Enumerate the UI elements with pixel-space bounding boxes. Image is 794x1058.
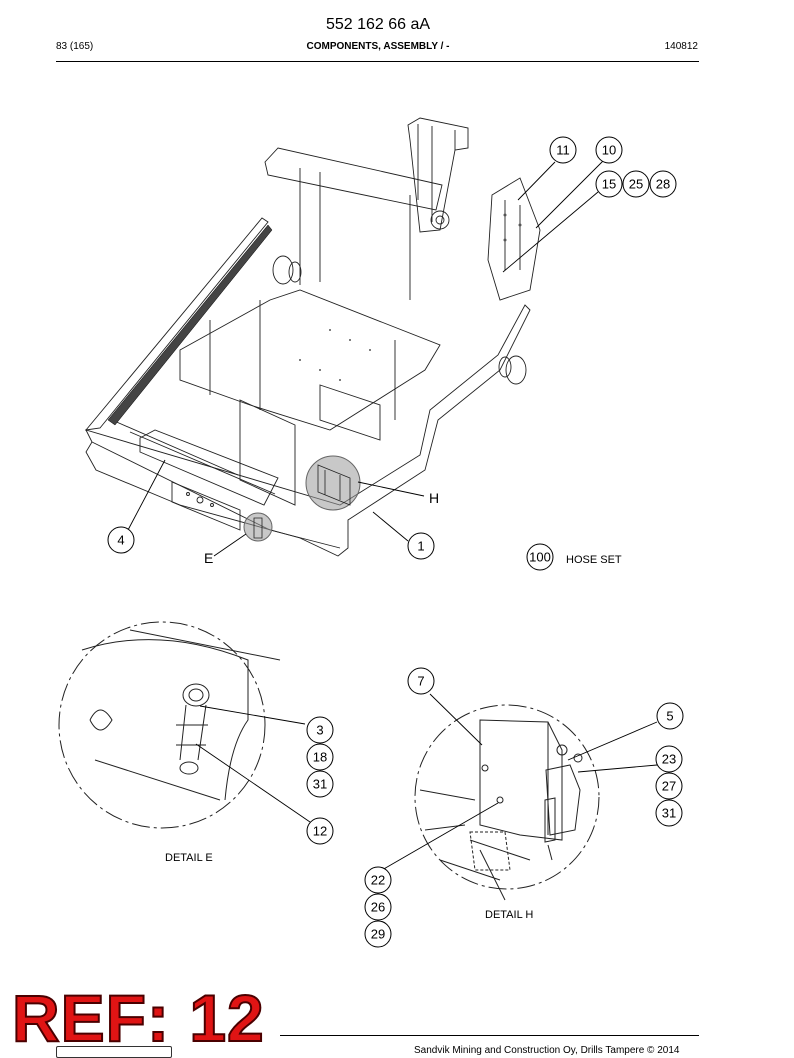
balloon-15 <box>595 170 623 198</box>
revision-code: 140812 <box>664 41 698 52</box>
callout-7: 7 <box>417 674 424 689</box>
footer-copyright: Sandvik Mining and Construction Oy, Dril… <box>414 1045 680 1056</box>
balloon-18 <box>306 743 334 771</box>
balloon-10 <box>595 136 623 164</box>
callout-balloons <box>107 136 684 948</box>
callout-3: 3 <box>316 723 323 738</box>
balloon-3 <box>306 716 334 744</box>
balloon-100 <box>526 543 554 571</box>
callout-25: 25 <box>629 177 643 192</box>
callout-26: 26 <box>371 900 385 915</box>
callout-12: 12 <box>313 824 327 839</box>
ref-stamp: REF: 12 <box>11 981 265 1055</box>
callout-31a: 31 <box>313 777 327 792</box>
balloon-4 <box>107 526 135 554</box>
document-number: 552 162 66 aA <box>325 16 431 33</box>
callout-11: 11 <box>556 143 570 158</box>
balloon-31a <box>306 770 334 798</box>
callout-22: 22 <box>371 873 385 888</box>
balloon-22 <box>364 866 392 894</box>
header-divider <box>56 61 699 62</box>
page-index: 83 (165) <box>56 41 94 52</box>
detail-h-marker-circle <box>305 455 361 511</box>
page-title: COMPONENTS, ASSEMBLY / - <box>306 41 450 52</box>
balloon-1 <box>407 532 435 560</box>
balloon-27 <box>655 772 683 800</box>
callout-100: 100 <box>529 550 551 565</box>
footer-divider <box>280 1035 699 1036</box>
detail-e-label: DETAIL E <box>165 852 213 864</box>
balloon-26 <box>364 893 392 921</box>
hose-set-label: HOSE SET <box>566 554 622 566</box>
balloon-7 <box>407 667 435 695</box>
balloon-5 <box>656 702 684 730</box>
detail-h-marker: H <box>429 490 439 506</box>
balloon-31b <box>655 799 683 827</box>
leader-lines <box>127 159 658 871</box>
balloon-29 <box>364 920 392 948</box>
callout-5: 5 <box>666 709 673 724</box>
callout-1: 1 <box>417 539 424 554</box>
detail-e-view <box>58 621 281 829</box>
balloon-23 <box>655 745 683 773</box>
callout-18: 18 <box>313 750 327 765</box>
callout-10: 10 <box>602 143 616 158</box>
detail-e-marker: E <box>204 550 213 566</box>
balloon-12 <box>306 817 334 845</box>
callout-4: 4 <box>117 533 124 548</box>
callout-23: 23 <box>662 752 676 767</box>
company-logo <box>56 1046 172 1058</box>
callout-28: 28 <box>656 177 670 192</box>
balloon-25 <box>622 170 650 198</box>
balloon-28 <box>649 170 677 198</box>
balloon-11 <box>549 136 577 164</box>
detail-e-marker-circle <box>243 512 273 542</box>
detail-h-label: DETAIL H <box>485 909 533 921</box>
detail-h-view <box>414 704 600 901</box>
callout-15: 15 <box>602 177 616 192</box>
callout-27: 27 <box>662 779 676 794</box>
callout-31b: 31 <box>662 806 676 821</box>
callout-29: 29 <box>371 927 385 942</box>
